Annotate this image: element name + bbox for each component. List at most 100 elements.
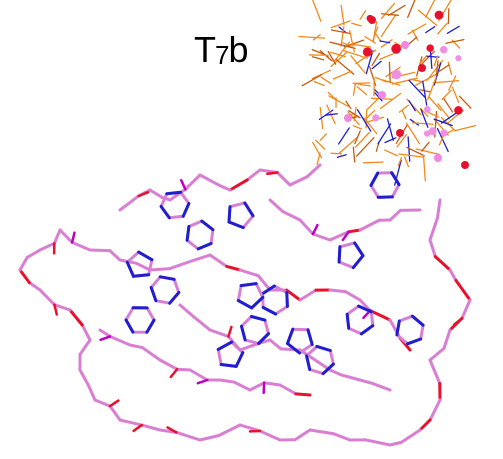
ensemble-bond — [451, 86, 460, 103]
ensemble-bond — [380, 14, 396, 38]
ensemble-bond — [311, 56, 325, 61]
ensemble-bond — [366, 95, 382, 111]
backbone-bond — [311, 232, 332, 242]
ensemble-bond — [365, 50, 374, 75]
atom-sphere — [344, 114, 352, 122]
atom-sphere — [396, 129, 404, 137]
nitrogen-bond — [369, 171, 380, 187]
ensemble-bond — [419, 54, 428, 65]
ensemble-bond — [422, 154, 426, 182]
ensemble-bond — [349, 30, 355, 53]
backbone-bond — [256, 274, 272, 292]
backbone-bond — [258, 429, 282, 442]
ensemble-atom — [428, 127, 437, 136]
backbone-bond — [238, 344, 254, 352]
sugar-ring — [337, 241, 365, 270]
ensemble-bond — [352, 146, 356, 163]
backbone-bond — [275, 171, 292, 187]
ensemble-bond — [379, 92, 402, 110]
ensemble-bond — [415, 148, 441, 156]
backbone-bond — [285, 288, 302, 302]
backbone-bond — [339, 373, 362, 382]
backbone-bond — [433, 255, 452, 272]
ensemble-bond — [396, 133, 408, 148]
ensemble-bond — [353, 106, 357, 122]
ensemble-atom — [372, 114, 380, 122]
side-bond — [311, 223, 319, 236]
backbone-bond — [388, 208, 403, 222]
backbone-bond — [308, 428, 336, 436]
side-bond — [266, 171, 279, 176]
nitrogen-bond — [137, 250, 154, 262]
ensemble-bond — [355, 49, 377, 65]
ensemble-bond — [409, 118, 419, 126]
nitrogen-bond — [200, 219, 215, 232]
ensemble-bond — [366, 109, 376, 119]
backbone-bond — [232, 380, 252, 392]
base-rings — [124, 171, 425, 376]
ensemble-bond — [330, 152, 342, 155]
nitrogen-bond — [243, 201, 255, 218]
backbone-bond — [86, 383, 97, 402]
backbone-bond — [278, 383, 298, 396]
ensemble-bond — [443, 98, 454, 113]
nucleic-acid-backbone — [18, 163, 472, 447]
ensemble-bond — [330, 29, 351, 35]
ensemble-bond — [415, 73, 437, 86]
ensemble-bond — [433, 62, 442, 86]
ensemble-bond — [436, 64, 450, 74]
ensemble-bond — [364, 36, 376, 44]
ensemble-bond — [398, 104, 410, 113]
ensemble-bond — [411, 122, 434, 125]
ensemble-bond — [437, 103, 450, 119]
backbone-bond — [225, 264, 242, 272]
nitrogen-bond — [390, 171, 401, 187]
backbone-bond — [58, 228, 74, 244]
ensemble-bond — [330, 20, 351, 29]
ensemble-bond — [354, 131, 370, 148]
ensemble-bond — [405, 122, 421, 145]
ensemble-bond — [375, 142, 380, 152]
ensemble-bond — [391, 77, 419, 85]
ensemble-bond — [371, 52, 381, 66]
nitrogen-bond — [239, 282, 258, 288]
backbone-bond — [268, 198, 285, 213]
backbone-bond — [293, 428, 312, 442]
ensemble-atom — [423, 106, 431, 113]
backbone-bond — [281, 209, 302, 222]
ensemble-bond — [301, 73, 323, 87]
ensemble-bond — [359, 10, 367, 20]
nitrogen-bond — [168, 291, 181, 305]
side-bond — [452, 317, 464, 326]
backbone-bond — [140, 346, 162, 362]
nitrogen-bond — [216, 340, 234, 351]
ensemble-bond — [375, 33, 382, 42]
nitrogen-bond — [125, 260, 135, 278]
backbone-bond — [18, 268, 31, 285]
ensemble-bond — [352, 82, 371, 87]
ensemble-bond — [351, 43, 372, 48]
ensemble-bond — [315, 139, 326, 150]
nitrogen-bond — [353, 241, 365, 258]
backbone-bond — [428, 346, 446, 362]
nitrogen-bond — [351, 254, 365, 270]
ensemble-bond — [419, 50, 435, 67]
ensemble-atom — [391, 43, 402, 54]
backbone-bond — [52, 303, 72, 312]
ensemble-atom — [440, 129, 448, 137]
side-bond — [166, 426, 178, 434]
nitrogen-bond — [227, 220, 245, 230]
backbone-bond — [168, 187, 187, 202]
ensemble-bond — [441, 89, 452, 101]
ensemble-bond — [352, 83, 357, 96]
backbone-bond — [435, 198, 442, 220]
backbone-bond — [442, 328, 452, 350]
backbone-bond — [368, 309, 392, 322]
backbone-bond — [98, 328, 112, 338]
nitrogen-bond — [359, 324, 375, 336]
ensemble-bond — [337, 127, 350, 145]
backbone-bond — [80, 323, 92, 342]
ensemble-bond — [340, 26, 345, 47]
ensemble-bond — [381, 79, 401, 86]
atom-sphere — [378, 91, 386, 99]
